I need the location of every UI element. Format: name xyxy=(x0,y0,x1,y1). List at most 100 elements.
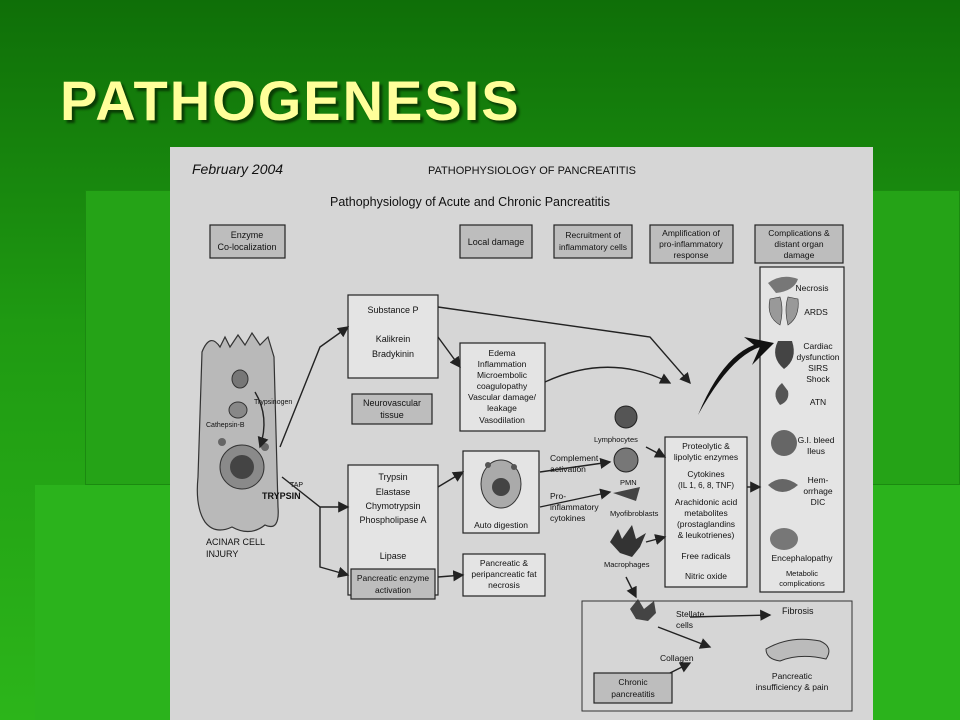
box-label: Enzyme xyxy=(231,230,264,240)
box-label: Trypsin xyxy=(378,472,407,482)
box-label: necrosis xyxy=(488,580,520,590)
box-label: leakage xyxy=(487,403,517,413)
box-label: Substance P xyxy=(367,305,418,315)
neurovascular-box xyxy=(351,393,433,425)
box-label: damage xyxy=(784,250,815,260)
box-label: Inflammation xyxy=(478,359,527,369)
chronic-pathway-frame xyxy=(581,600,853,712)
box-label: & leukotrienes) xyxy=(678,530,735,540)
myofibroblasts-label: Myofibroblasts xyxy=(610,509,659,518)
box-label: pancreatitis xyxy=(611,689,654,699)
edema-box xyxy=(459,342,546,432)
flow-arrows xyxy=(279,306,774,674)
box-label: Chronic xyxy=(618,677,648,687)
box-label: response xyxy=(674,250,709,260)
box-label: Kalikrein xyxy=(376,334,411,344)
box-label: Co-localization xyxy=(217,242,276,252)
box-label: tissue xyxy=(380,410,404,420)
box-label: Amplification of xyxy=(662,228,720,238)
enzyme-colocalization-box xyxy=(209,224,286,259)
cytokines-label: Pro- xyxy=(550,491,566,501)
cytokines-label: inflammatory xyxy=(550,502,599,512)
box-label: Complications & xyxy=(768,228,830,238)
complication-label: DIC xyxy=(811,497,826,507)
complication-label: G.I. bleed xyxy=(798,435,835,445)
local-damage-box xyxy=(459,224,533,259)
complication-label: Shock xyxy=(806,374,830,384)
pmn-label: PMN xyxy=(620,478,637,487)
box-label: lipolytic enzymes xyxy=(674,452,738,462)
complications-header-box xyxy=(754,224,844,264)
complication-label: orrhage xyxy=(803,486,833,496)
chronic-pathway-illustration xyxy=(630,599,830,662)
substance-p-box xyxy=(347,294,439,379)
trypsinogen-label: Trypsinogen xyxy=(254,399,292,406)
complement-label: Complement xyxy=(550,453,599,463)
stellate-label: cells xyxy=(676,620,693,630)
complication-label: Necrosis xyxy=(795,283,828,293)
insufficiency-label: Pancreatic xyxy=(772,671,813,681)
box-label: Edema xyxy=(489,348,516,358)
complication-label: Cardiac xyxy=(803,341,833,351)
amplification-box xyxy=(649,224,734,264)
box-label: Pancreatic enzyme xyxy=(357,573,430,583)
mediators-box xyxy=(664,436,748,588)
box-label: pro-inflammatory xyxy=(659,239,724,249)
cathepsin-label: Cathepsin-B xyxy=(206,422,245,429)
box-label: Pancreatic & xyxy=(480,558,529,568)
recruitment-box xyxy=(553,224,633,259)
box-label: (prostaglandins xyxy=(677,519,735,529)
fat-necrosis-box xyxy=(462,553,546,597)
page-header: PATHOPHYSIOLOGY OF PANCREATITIS xyxy=(428,165,636,177)
tap-label: TAP xyxy=(290,482,303,489)
box-label: Neurovascular xyxy=(363,398,421,408)
complication-label: Encephalopathy xyxy=(772,553,834,563)
box-label: Nitric oxide xyxy=(685,571,727,581)
page-date: February 2004 xyxy=(192,161,283,177)
insufficiency-label: insufficiency & pain xyxy=(756,682,829,692)
box-label: Vascular damage/ xyxy=(468,392,537,402)
complication-label: ATN xyxy=(810,397,826,407)
slide-title: PATHOGENESIS xyxy=(60,69,521,132)
box-label: Lipase xyxy=(380,551,407,561)
complement-label: activation xyxy=(550,464,586,474)
collagen-label: Collagen xyxy=(660,653,694,663)
cytokines-label: cytokines xyxy=(550,513,585,523)
box-label: Elastase xyxy=(376,487,411,497)
complication-label: SIRS xyxy=(808,363,828,373)
box-label: Local damage xyxy=(468,237,525,247)
lymphocytes-label: Lymphocytes xyxy=(594,435,638,444)
box-label: Phospholipase A xyxy=(359,515,426,525)
box-label: inflammatory cells xyxy=(559,242,627,252)
diagram-title: Pathophysiology of Acute and Chronic Pan… xyxy=(330,195,610,209)
organ-illustrations xyxy=(768,276,799,550)
complication-label: Hem- xyxy=(808,475,829,485)
trypsin-label: TRYPSIN xyxy=(262,491,301,501)
box-label: Bradykinin xyxy=(372,349,414,359)
complication-label: Metabolic xyxy=(786,569,818,578)
complication-label: Ileus xyxy=(807,446,825,456)
complication-label: ARDS xyxy=(804,307,828,317)
box-label: coagulopathy xyxy=(477,381,528,391)
box-label: activation xyxy=(375,585,411,595)
box-label: Microembolic xyxy=(477,370,528,380)
box-label: metabolites xyxy=(684,508,727,518)
box-label: Vasodilation xyxy=(479,415,525,425)
big-curved-arrow xyxy=(698,337,774,415)
box-label: (IL 1, 6, 8, TNF) xyxy=(678,481,734,490)
box-label: Arachidonic acid xyxy=(675,497,738,507)
pathophysiology-diagram: February 2004 PATHOPHYSIOLOGY OF PANCREA… xyxy=(192,161,853,712)
complication-label: dysfunction xyxy=(797,352,840,362)
box-label: Cytokines xyxy=(687,469,724,479)
box-label: Recruitment of xyxy=(565,230,621,240)
complication-label: complications xyxy=(779,579,825,588)
pancreatic-enzyme-activation-box xyxy=(350,568,436,600)
box-label: Proteolytic & xyxy=(682,441,730,451)
acinar-cell-illustration xyxy=(196,331,279,533)
auto-digestion-label: Auto digestion xyxy=(474,520,528,530)
pathophysiology-figure: February 2004 PATHOPHYSIOLOGY OF PANCREA… xyxy=(170,147,873,720)
box-label: Chymotrypsin xyxy=(365,501,420,511)
inflammatory-cells-illustration xyxy=(610,405,646,557)
fibrosis-label: Fibrosis xyxy=(782,606,814,616)
chronic-pancreatitis-box xyxy=(593,672,673,704)
